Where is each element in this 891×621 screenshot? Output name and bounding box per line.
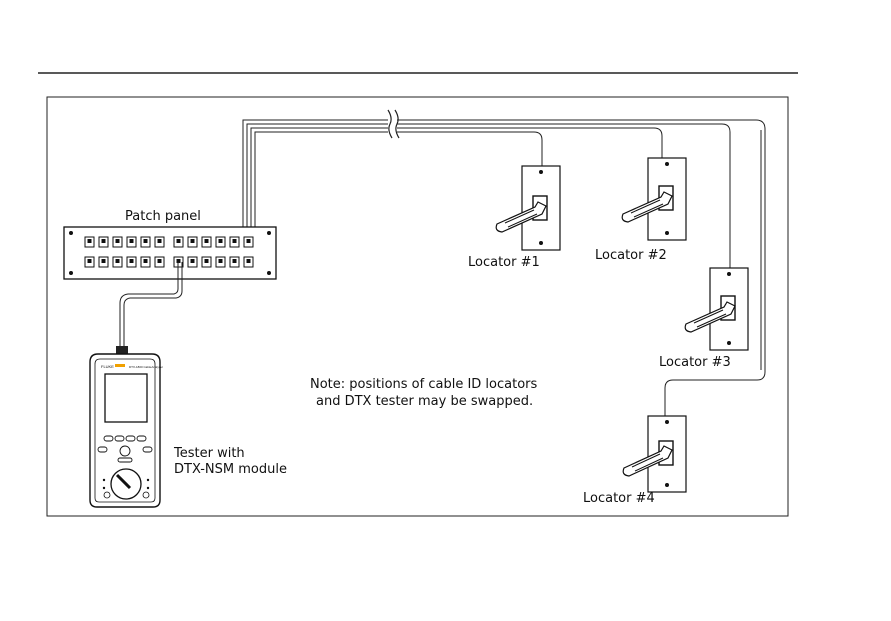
patch-port-contact (204, 259, 209, 263)
locator-2 (621, 191, 673, 223)
patch-panel (63, 226, 277, 280)
patch-port-contact (115, 259, 120, 263)
locator-1-label: Locator #1 (468, 255, 540, 270)
locator-4-label: Locator #4 (583, 491, 655, 506)
patch-port-contact (176, 259, 181, 263)
patch-port-contact (157, 239, 162, 243)
tester-label-line2: DTX-NSM module (174, 462, 287, 477)
patch-port-contact (246, 259, 251, 263)
patch-cord (119, 262, 179, 348)
patch-port-contact (246, 239, 251, 243)
patch-panel-label: Patch panel (125, 209, 201, 224)
patch-port-contact (143, 239, 148, 243)
patch-port-contact (204, 239, 209, 243)
patch-port-contact (101, 259, 106, 263)
locator-3 (684, 301, 736, 333)
patch-port-contact (129, 259, 134, 263)
dtx-tester: FLUKE DTX-1800 CableAnalyzer (89, 346, 163, 508)
locator-1 (495, 201, 547, 233)
patch-port-contact (115, 239, 120, 243)
patch-port-contact (176, 239, 181, 243)
patch-port-contact (190, 259, 195, 263)
patch-port-contact (218, 259, 223, 263)
note-line1: Note: positions of cable ID locators (310, 377, 538, 392)
patch-port-contact (87, 239, 92, 243)
patch-port-contact (232, 239, 237, 243)
patch-port-contact (143, 259, 148, 263)
tester-function-keys (97, 435, 153, 463)
locator-4 (622, 445, 673, 477)
tester-label-line1: Tester with (173, 446, 245, 461)
patch-port-contact (190, 239, 195, 243)
tester-screen (104, 373, 148, 423)
patch-port-contact (87, 259, 92, 263)
patch-port-contact (157, 259, 162, 263)
patch-port-contact (129, 239, 134, 243)
locator-3-label: Locator #3 (659, 355, 731, 370)
patch-port-contact (101, 239, 106, 243)
patch-port-contact (218, 239, 223, 243)
tester-model: DTX-1800 CableAnalyzer (129, 365, 163, 369)
patch-port-contact (232, 259, 237, 263)
figure-frame (46, 96, 789, 517)
cable-bundle (242, 109, 766, 416)
locator-2-label: Locator #2 (595, 248, 667, 263)
tester-brand: FLUKE (101, 364, 114, 369)
note-line2: and DTX tester may be swapped. (316, 394, 533, 409)
